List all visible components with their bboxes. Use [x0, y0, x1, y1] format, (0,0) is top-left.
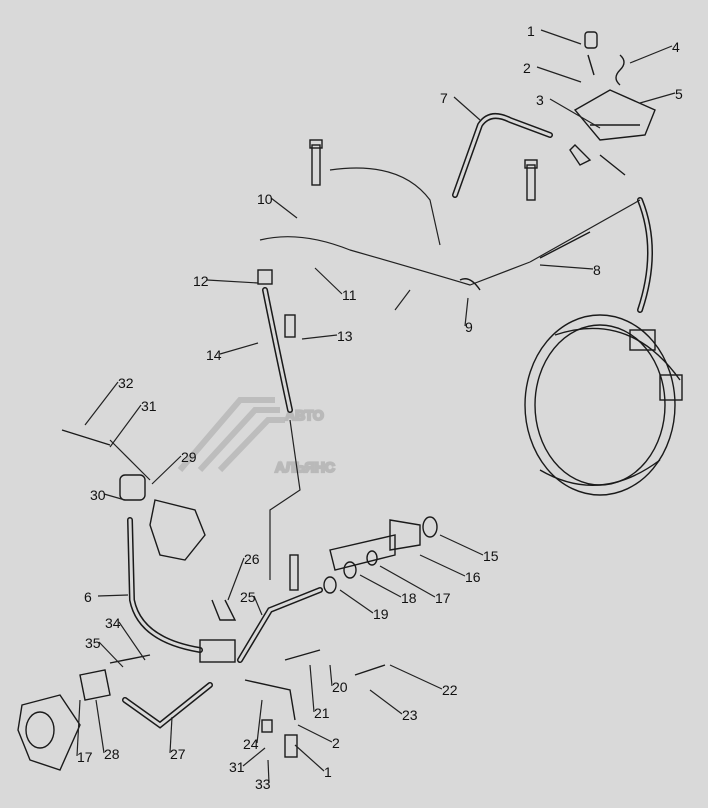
callout-leader [329, 664, 333, 687]
callout-leader [95, 699, 105, 754]
callout-leader [270, 197, 298, 219]
callout-leader [109, 404, 142, 448]
callout-leader [464, 297, 469, 327]
callout-label: 26 [244, 551, 260, 567]
callout-label: 29 [181, 449, 197, 465]
callout-label: 6 [84, 589, 92, 605]
callout-label: 4 [672, 39, 680, 55]
callout-leader [253, 595, 263, 616]
callout-label: 33 [255, 776, 271, 792]
callout-leader [359, 574, 402, 598]
callout-leader [242, 747, 266, 767]
callout-label: 20 [332, 679, 348, 695]
callout-leader [629, 45, 673, 64]
callout-leader [103, 493, 126, 501]
callout-label: 2 [523, 60, 531, 76]
callout-label: 22 [442, 682, 458, 698]
fittings [17, 139, 591, 771]
callout-label: 31 [141, 398, 157, 414]
callout-label: 12 [193, 273, 209, 289]
callout-label: 3 [536, 92, 544, 108]
callout-leader [169, 716, 173, 754]
callout-leader [639, 92, 676, 104]
watermark-line2: АЛЬЯНС [275, 459, 335, 475]
callout-leader [549, 98, 601, 129]
callout-leader [219, 342, 259, 355]
callout-leader [309, 664, 315, 713]
callout-label: 19 [373, 606, 389, 622]
callout-leader [536, 66, 582, 83]
callout-label: 24 [243, 736, 259, 752]
callout-leader [118, 621, 146, 661]
callout-leader [369, 689, 403, 715]
callout-label: 13 [337, 328, 353, 344]
callout-label: 28 [104, 746, 120, 762]
callout-label: 2 [332, 735, 340, 751]
connection-lines [109, 167, 641, 580]
callout-label: 16 [465, 569, 481, 585]
callout-leader [76, 699, 81, 757]
callout-leader [339, 589, 374, 614]
callout-leader [98, 641, 124, 668]
watermark: АВТО АЛЬЯНС [177, 397, 336, 476]
callout-leader [97, 594, 129, 597]
callout-label: 23 [402, 707, 418, 723]
brake-pipes [122, 113, 653, 729]
callout-label: 11 [342, 287, 357, 303]
callout-leader [151, 455, 182, 485]
callout-label: 35 [85, 635, 101, 651]
callout-leader [419, 554, 466, 577]
callout-leader [84, 381, 119, 426]
callout-leader [297, 724, 333, 743]
callout-label: 1 [324, 764, 332, 780]
callout-label: 34 [105, 615, 121, 631]
brake-band [524, 314, 683, 496]
callout-label: 27 [170, 746, 186, 762]
callout-label: 5 [675, 86, 683, 102]
callout-labels: 1234578910111213141516171819202122232425… [77, 23, 683, 792]
callout-leader [294, 744, 325, 772]
callout-label: 17 [435, 590, 451, 606]
callout-leader [439, 534, 484, 556]
callout-leader [267, 759, 270, 784]
callout-leaders [76, 29, 676, 784]
callout-leader [206, 279, 259, 284]
callout-label: 32 [118, 375, 134, 391]
watermark-line1: АВТО [285, 407, 324, 423]
callout-leader [256, 699, 263, 744]
callout-label: 17 [77, 749, 93, 765]
callout-label: 18 [401, 590, 417, 606]
callout-label: 21 [314, 705, 330, 721]
callout-label: 25 [240, 589, 256, 605]
callout-leader [379, 565, 436, 598]
callout-label: 10 [257, 191, 273, 207]
callout-leader [453, 96, 481, 121]
callout-leader [314, 267, 343, 295]
callout-label: 14 [206, 347, 222, 363]
callout-label: 9 [465, 319, 473, 335]
callout-leader [539, 264, 594, 270]
callout-leader [389, 664, 443, 690]
callout-label: 31 [229, 759, 245, 775]
callout-label: 8 [593, 262, 601, 278]
callout-leader [540, 29, 582, 45]
callout-leader [227, 557, 245, 601]
callout-leader [301, 334, 338, 340]
callout-label: 7 [440, 90, 448, 106]
callout-label: 1 [527, 23, 535, 39]
callout-label: 30 [90, 487, 106, 503]
callout-label: 15 [483, 548, 499, 564]
watermark-logo-icon [177, 397, 285, 473]
valve-block [569, 31, 656, 176]
